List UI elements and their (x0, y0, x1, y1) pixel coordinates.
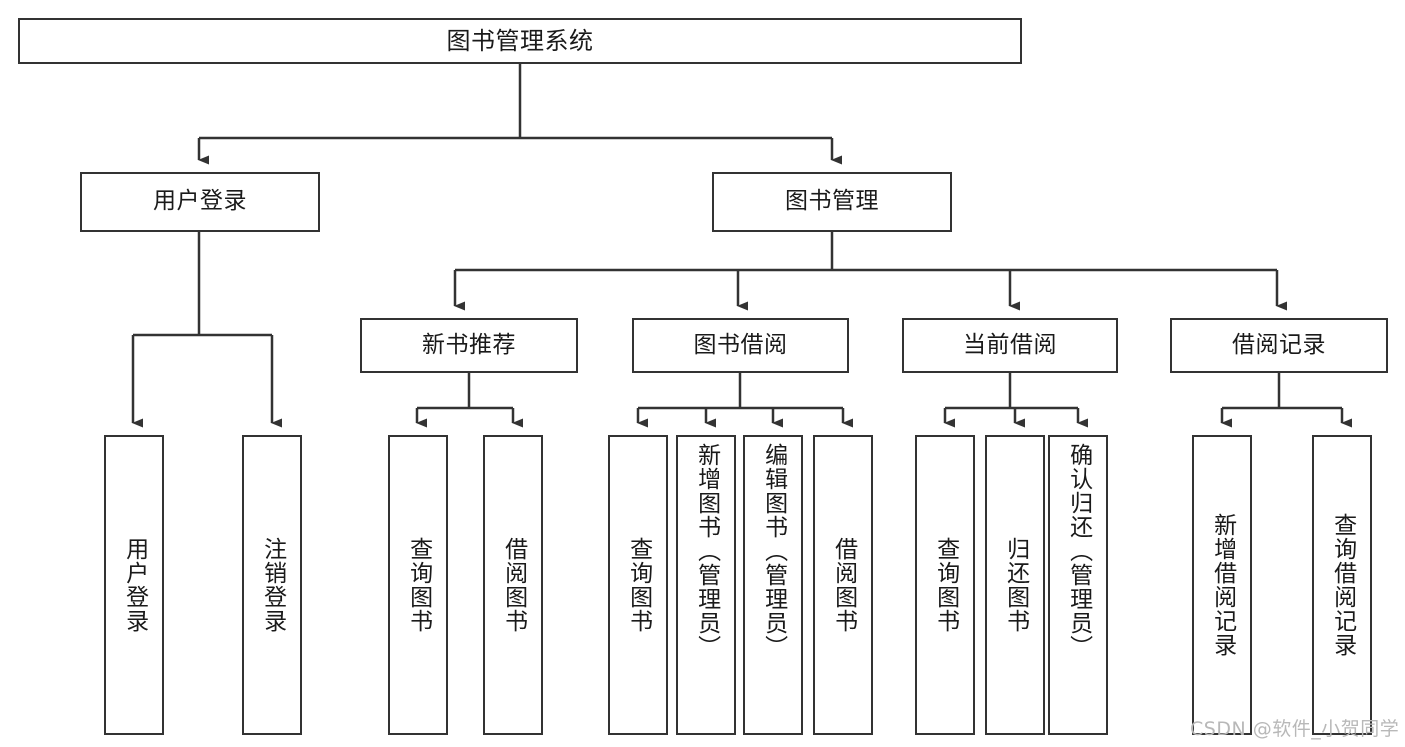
leaf-query-borrow-record[interactable]: 查询借阅记录 (1312, 435, 1372, 735)
node-current-borrow[interactable]: 当前借阅 (902, 318, 1118, 373)
node-book-borrow[interactable]: 图书借阅 (632, 318, 849, 373)
node-root-system[interactable]: 图书管理系统 (18, 18, 1022, 64)
leaf-user-login[interactable]: 用户登录 (104, 435, 164, 735)
watermark-label: CSDN @软件_小贺同学 (1190, 718, 1400, 740)
leaf-borrow-book[interactable]: 借阅图书 (813, 435, 873, 735)
leaf-edit-book-admin[interactable]: 编辑图书（管理员） (743, 435, 803, 735)
node-new-book-recommend[interactable]: 新书推荐 (360, 318, 578, 373)
leaf-logout-login[interactable]: 注销登录 (242, 435, 302, 735)
leaf-confirm-return-admin[interactable]: 确认归还（管理员） (1048, 435, 1108, 735)
leaf-add-borrow-record[interactable]: 新增借阅记录 (1192, 435, 1252, 735)
leaf-borrow-book-recommend[interactable]: 借阅图书 (483, 435, 543, 735)
node-book-management[interactable]: 图书管理 (712, 172, 952, 232)
leaf-query-book-current[interactable]: 查询图书 (915, 435, 975, 735)
leaf-query-book-borrow[interactable]: 查询图书 (608, 435, 668, 735)
leaf-return-book[interactable]: 归还图书 (985, 435, 1045, 735)
node-user-login[interactable]: 用户登录 (80, 172, 320, 232)
leaf-query-book-recommend[interactable]: 查询图书 (388, 435, 448, 735)
leaf-add-book-admin[interactable]: 新增图书（管理员） (676, 435, 736, 735)
node-borrow-record[interactable]: 借阅记录 (1170, 318, 1388, 373)
